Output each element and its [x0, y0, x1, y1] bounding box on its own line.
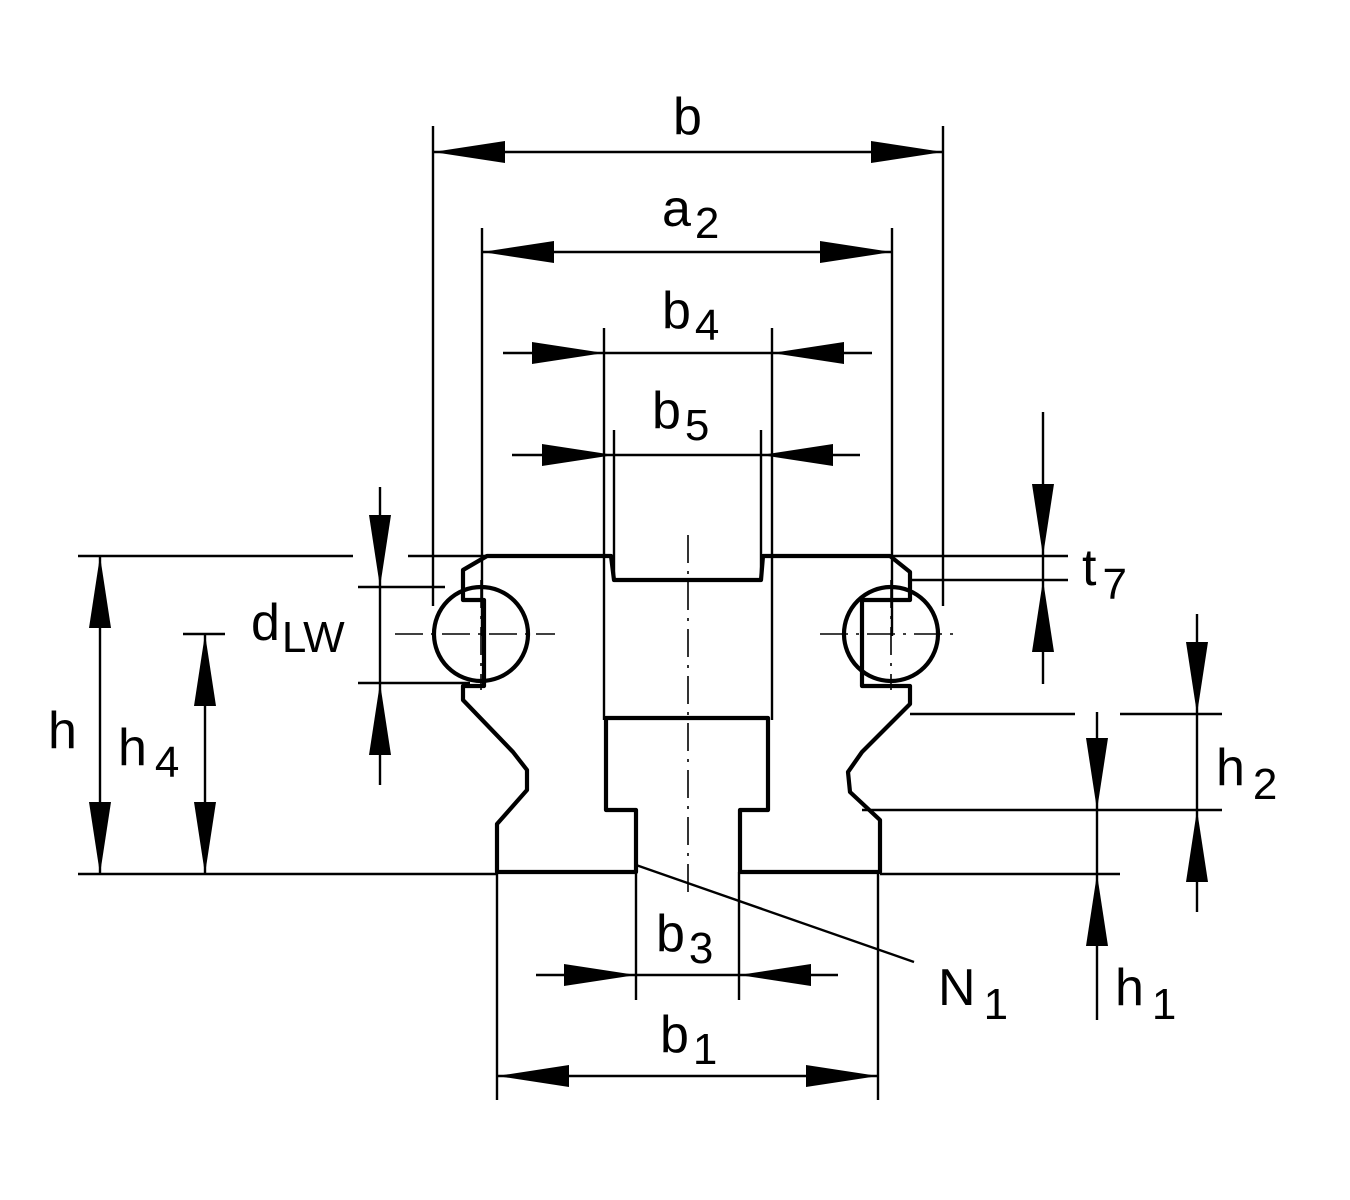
label-a2: a2	[662, 180, 719, 248]
label-h: h	[48, 702, 77, 760]
label-b: b	[673, 88, 702, 146]
label-b5: b5	[652, 382, 709, 450]
label-b3: b3	[656, 905, 713, 973]
label-b4: b4	[662, 282, 719, 350]
label-b1: b1	[660, 1006, 717, 1074]
extension-lines	[78, 126, 1222, 1100]
label-dLW: dLW	[251, 594, 345, 662]
carriage-body	[460, 553, 913, 875]
dimension-arrows	[89, 141, 1208, 1087]
